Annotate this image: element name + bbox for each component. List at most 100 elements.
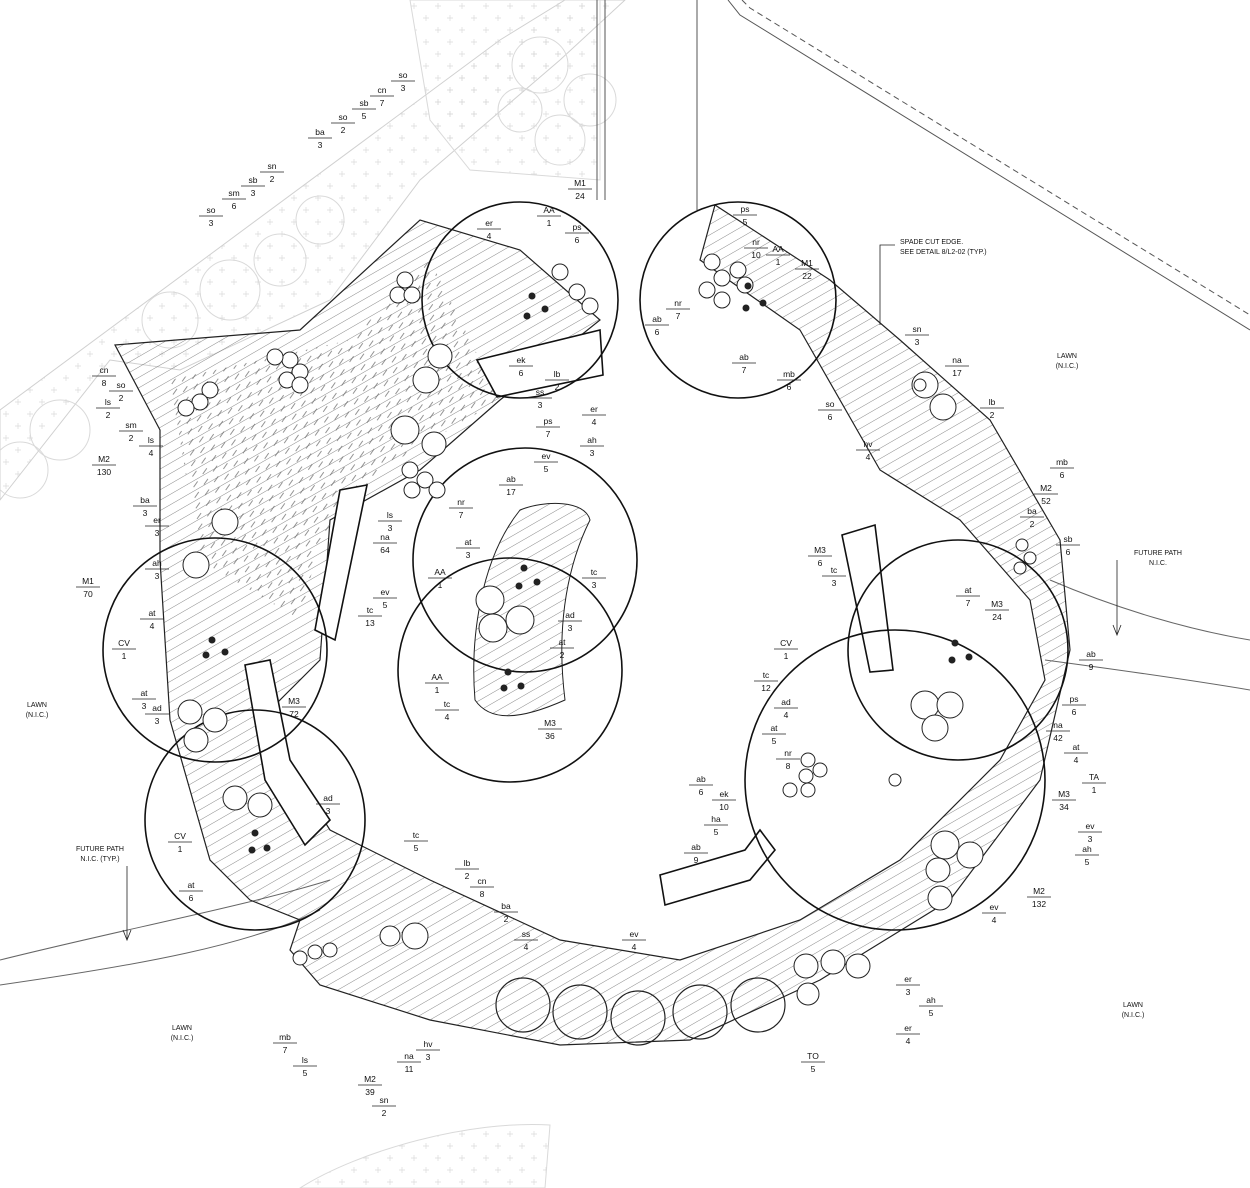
plant-quantity-label: 70 bbox=[83, 589, 93, 599]
lawn-label: LAWN bbox=[27, 702, 47, 709]
plant-callout: sb3 bbox=[241, 175, 265, 198]
plant-quantity-label: 3 bbox=[426, 1052, 431, 1062]
plant-code-label: ab bbox=[506, 474, 516, 484]
plant-quantity-label: 8 bbox=[480, 889, 485, 899]
spade-cut-note: SPADE CUT EDGE. bbox=[900, 239, 963, 246]
plant-quantity-label: 39 bbox=[365, 1087, 375, 1097]
plant-callout: ah3 bbox=[580, 435, 604, 458]
plant-quantity-label: 7 bbox=[742, 365, 747, 375]
plant-code-label: tc bbox=[444, 699, 451, 709]
plant-callout: sn3 bbox=[905, 324, 929, 347]
plant-quantity-label: 5 bbox=[743, 217, 748, 227]
plant-quantity-label: 3 bbox=[155, 571, 160, 581]
plant-quantity-label: 3 bbox=[906, 987, 911, 997]
lawn-label: LAWN bbox=[172, 1025, 192, 1032]
plant-quantity-label: 130 bbox=[97, 467, 111, 477]
plant-callout: ab9 bbox=[1079, 649, 1103, 672]
plant-code-label: cn bbox=[378, 85, 387, 95]
plant-code-label: sn bbox=[380, 1095, 389, 1105]
future-path-nic-label: N.I.C. bbox=[1149, 560, 1167, 567]
nic-label: (N.I.C.) bbox=[26, 712, 49, 719]
plant-quantity-label: 2 bbox=[465, 871, 470, 881]
plant-callout: er4 bbox=[896, 1023, 920, 1046]
plant-callout: TA1 bbox=[1082, 772, 1106, 795]
plant-callout: ek6 bbox=[509, 355, 533, 378]
plant-code-label: lb bbox=[989, 397, 996, 407]
plant-callout: nr7 bbox=[449, 497, 473, 520]
plant-callout: sb6 bbox=[1056, 534, 1080, 557]
plant-code-label: ev bbox=[990, 902, 1000, 912]
plant-callout: at5 bbox=[762, 723, 786, 746]
site-labels: LAWN (N.I.C.) LAWN (N.I.C.) LAWN (N.I.C.… bbox=[26, 239, 1182, 1042]
plant-quantity-label: 12 bbox=[761, 683, 771, 693]
plant-quantity-label: 2 bbox=[119, 393, 124, 403]
plant-code-label: ad bbox=[781, 697, 791, 707]
plant-quantity-label: 5 bbox=[929, 1008, 934, 1018]
plant-code-label: lb bbox=[464, 858, 471, 868]
plant-code-label: ba bbox=[501, 901, 511, 911]
plant-quantity-label: 3 bbox=[401, 83, 406, 93]
plant-callout: ah5 bbox=[919, 995, 943, 1018]
plant-code-label: ls bbox=[148, 435, 154, 445]
plant-quantity-label: 3 bbox=[155, 716, 160, 726]
plant-code-label: ps bbox=[573, 222, 582, 232]
plant-callout: cn8 bbox=[470, 876, 494, 899]
future-path-nic-label: N.I.C. (TYP.) bbox=[80, 856, 119, 863]
plant-code-label: M3 bbox=[814, 545, 826, 555]
plant-quantity-label: 72 bbox=[289, 709, 299, 719]
lawn-label: LAWN bbox=[1057, 353, 1077, 360]
plant-code-label: sm bbox=[228, 188, 239, 198]
plant-callout: ps7 bbox=[536, 416, 560, 439]
plant-callout: ha5 bbox=[704, 814, 728, 837]
lawn-label: LAWN bbox=[1123, 1002, 1143, 1009]
plant-code-label: ab bbox=[696, 774, 706, 784]
plant-callout: tc4 bbox=[435, 699, 459, 722]
plant-quantity-label: 6 bbox=[189, 893, 194, 903]
plant-code-label: er bbox=[904, 974, 912, 984]
plant-quantity-label: 6 bbox=[575, 235, 580, 245]
plant-callout: lb2 bbox=[545, 369, 569, 392]
plant-quantity-label: 7 bbox=[966, 598, 971, 608]
plant-callout: AA1 bbox=[425, 672, 449, 695]
plant-quantity-label: 1 bbox=[776, 257, 781, 267]
plant-code-label: at bbox=[140, 688, 148, 698]
plant-quantity-label: 3 bbox=[592, 580, 597, 590]
plant-code-label: ss bbox=[536, 387, 545, 397]
plant-quantity-label: 3 bbox=[251, 188, 256, 198]
plant-callout: hv3 bbox=[416, 1039, 440, 1062]
plant-quantity-label: 6 bbox=[699, 787, 704, 797]
plant-callout: ev4 bbox=[622, 929, 646, 952]
plant-code-label: ss bbox=[522, 929, 531, 939]
plant-callout: CV1 bbox=[112, 638, 136, 661]
plant-code-label: sb bbox=[360, 98, 369, 108]
plant-quantity-label: 64 bbox=[380, 545, 390, 555]
plant-callout: ba3 bbox=[308, 127, 332, 150]
plant-code-label: ls bbox=[105, 397, 111, 407]
plant-callout: so2 bbox=[109, 380, 133, 403]
plant-code-label: M2 bbox=[364, 1074, 376, 1084]
plant-callout: ab 6 bbox=[689, 774, 713, 797]
plant-code-label: ad bbox=[323, 793, 333, 803]
plant-callout: er4 bbox=[477, 218, 501, 241]
plant-callout: cn8 bbox=[92, 365, 116, 388]
plant-quantity-label: 3 bbox=[915, 337, 920, 347]
plant-callout: ps5 bbox=[733, 204, 757, 227]
plant-callout: er3 bbox=[145, 515, 169, 538]
plant-callout: ab7 bbox=[732, 352, 756, 375]
plant-code-label: CV bbox=[780, 638, 792, 648]
plant-quantity-label: 7 bbox=[283, 1045, 288, 1055]
plant-quantity-label: 3 bbox=[209, 218, 214, 228]
plant-code-label: tc bbox=[763, 670, 770, 680]
plant-quantity-label: 2 bbox=[382, 1108, 387, 1118]
plant-callout: CV1 bbox=[774, 638, 798, 661]
plant-code-label: na bbox=[380, 532, 390, 542]
plant-quantity-label: 34 bbox=[1059, 802, 1069, 812]
plant-quantity-label: 132 bbox=[1032, 899, 1046, 909]
accent-dots bbox=[202, 282, 973, 854]
plant-code-label: so bbox=[399, 70, 408, 80]
plant-callout: mb6 bbox=[1050, 457, 1074, 480]
